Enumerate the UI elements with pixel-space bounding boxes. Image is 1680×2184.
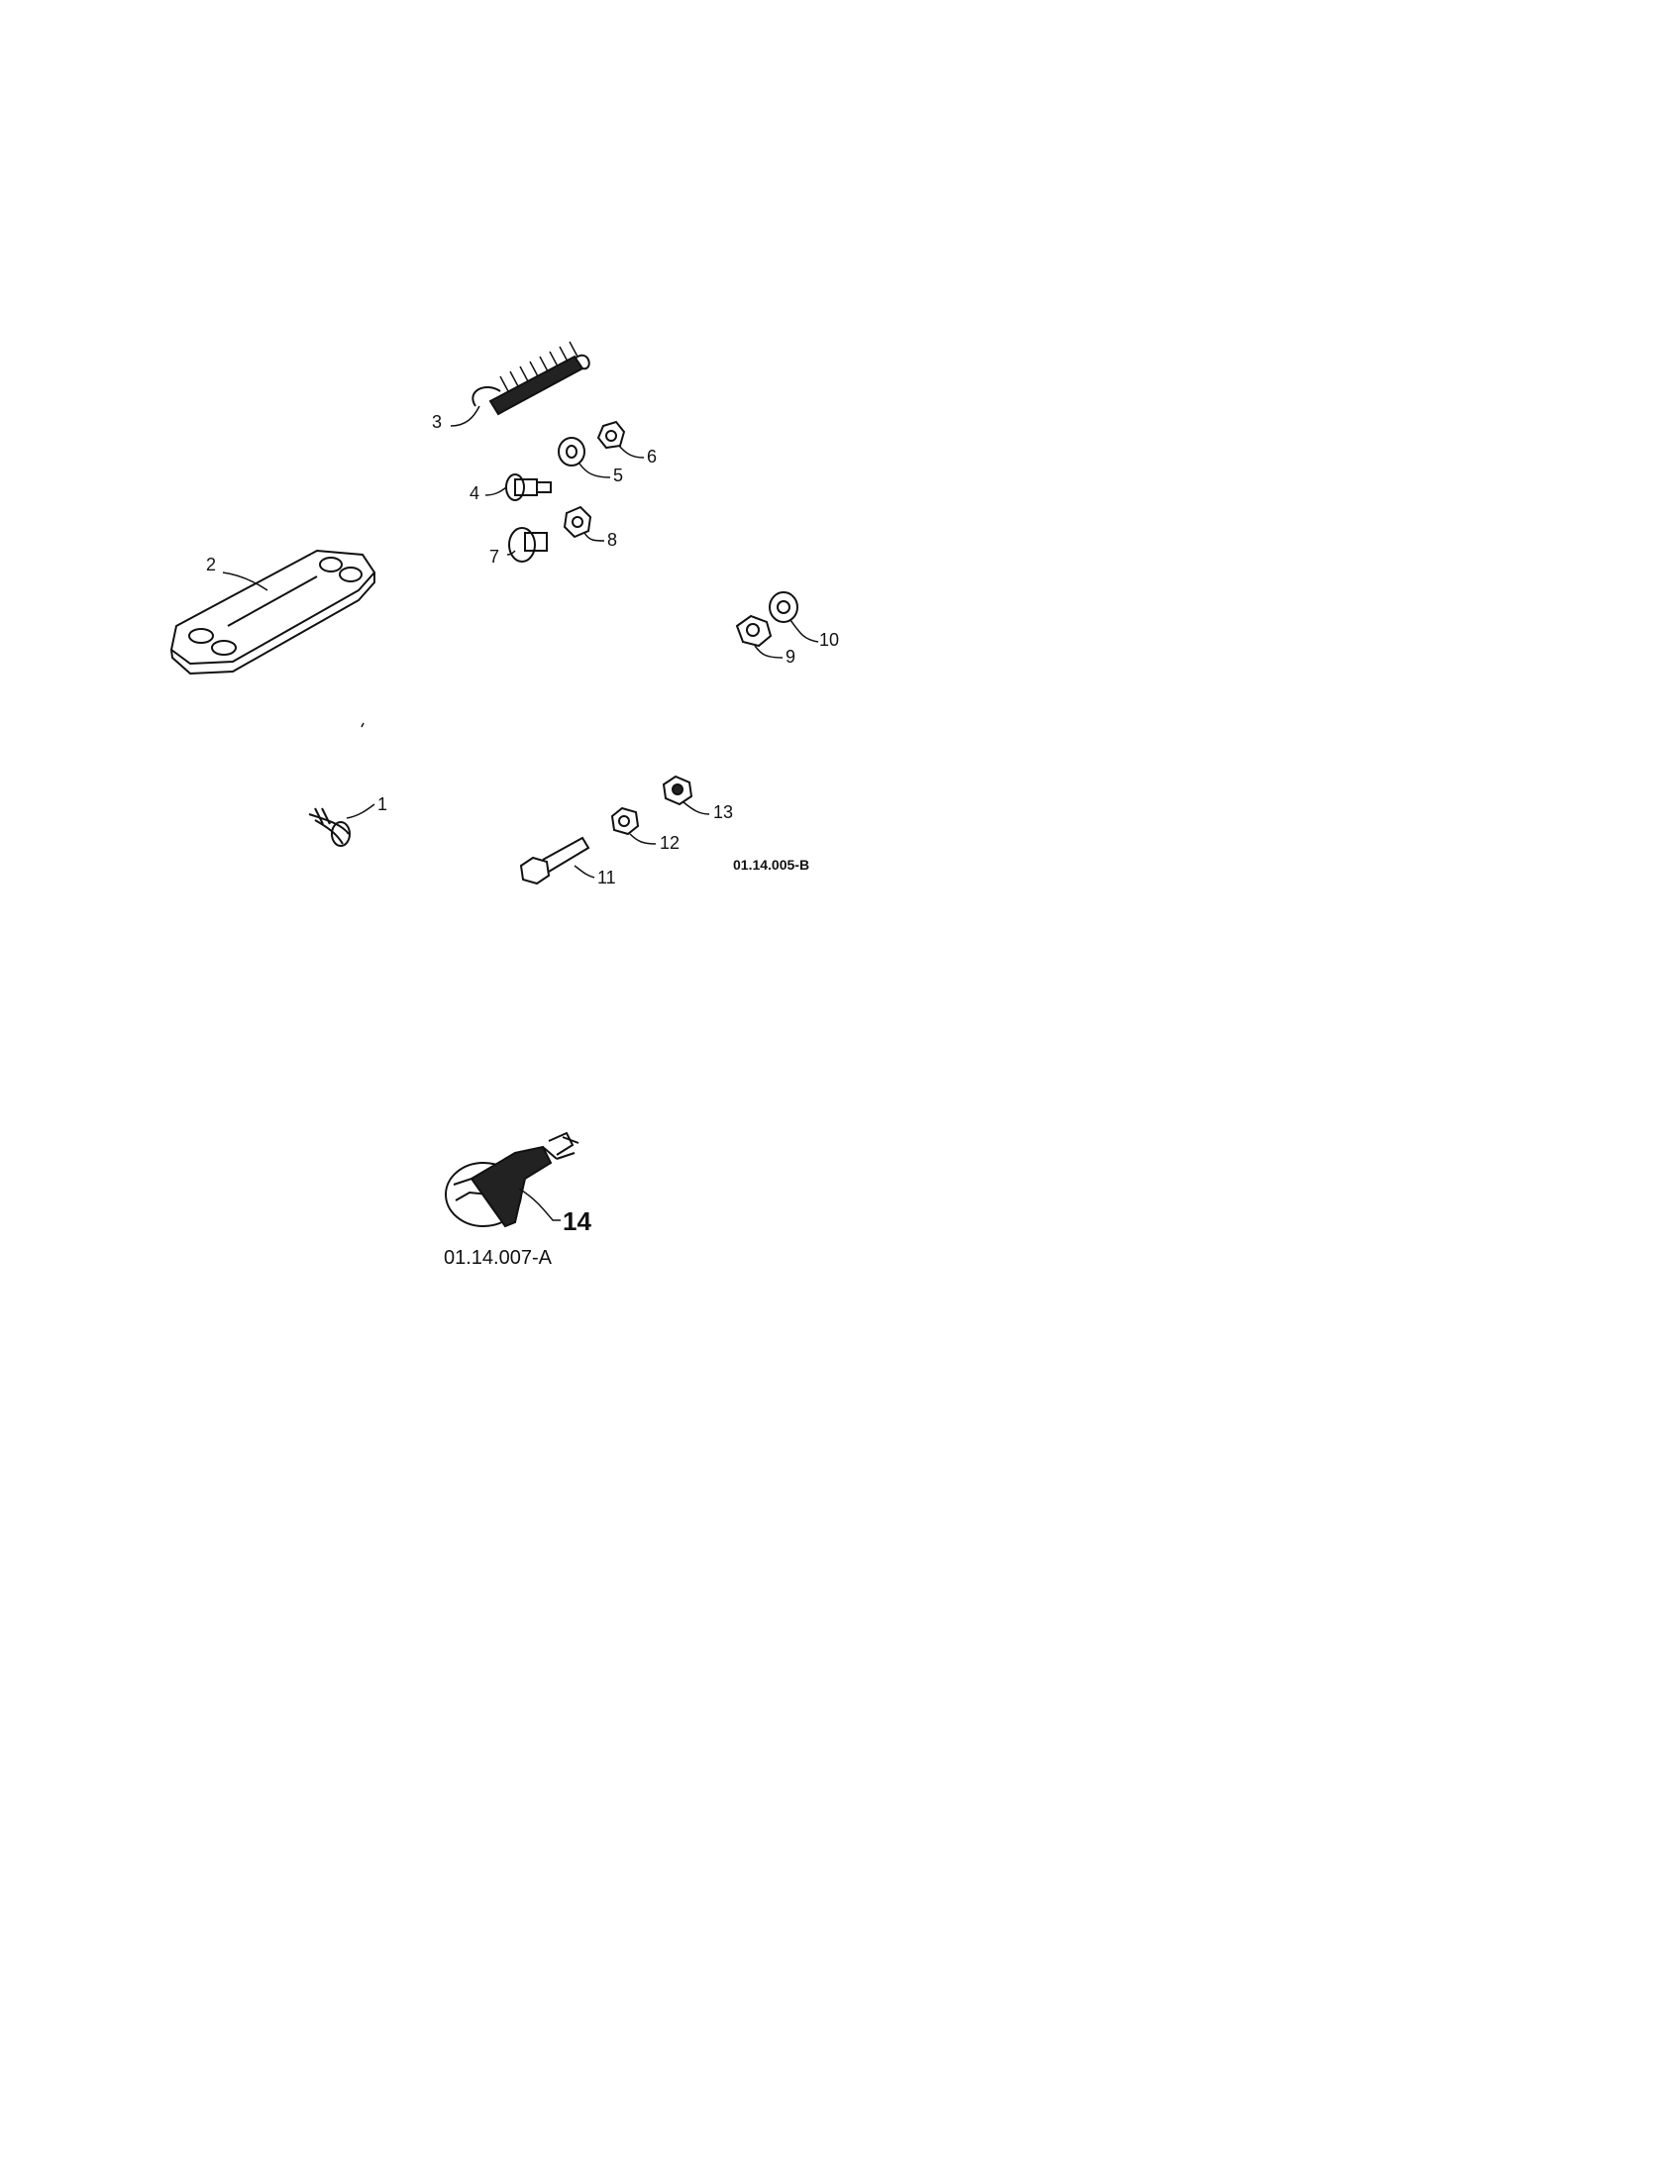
callout-12: 12 <box>660 833 680 853</box>
part-5-washer <box>558 437 611 478</box>
callout-8: 8 <box>607 530 617 550</box>
part-7-carriage-bolt <box>506 527 548 563</box>
part-11-hex-bolt <box>519 836 595 885</box>
callout-5: 5 <box>613 466 623 485</box>
part-10-washer <box>769 591 819 643</box>
callout-14: 14 <box>563 1206 591 1236</box>
callout-7: 7 <box>489 547 499 567</box>
figure-code-knob: 01.14.007-A <box>444 1247 553 1269</box>
callout-6: 6 <box>647 447 657 467</box>
callout-11: 11 <box>597 868 616 887</box>
callout-10: 10 <box>819 630 839 650</box>
callout-1: 1 <box>377 794 387 814</box>
part-12-nut <box>610 806 657 845</box>
part-1-hairpin-clip <box>308 803 375 847</box>
figure-code-hardware: 01.14.005-B <box>733 857 809 873</box>
callout-4: 4 <box>470 483 479 503</box>
part-2-bracket <box>169 549 376 676</box>
callout-9: 9 <box>786 647 795 667</box>
part-4-shoulder-bolt <box>484 473 552 501</box>
part-3-spring <box>450 341 590 427</box>
callout-13: 13 <box>713 802 733 822</box>
part-9-nut <box>735 614 784 659</box>
part-13-nut <box>662 775 710 815</box>
callout-3: 3 <box>432 412 442 432</box>
part-14-knob <box>445 1131 579 1228</box>
part-6-nut <box>596 420 645 459</box>
stray-mark <box>361 722 365 728</box>
callout-2: 2 <box>206 555 216 574</box>
part-8-nut <box>563 505 605 542</box>
